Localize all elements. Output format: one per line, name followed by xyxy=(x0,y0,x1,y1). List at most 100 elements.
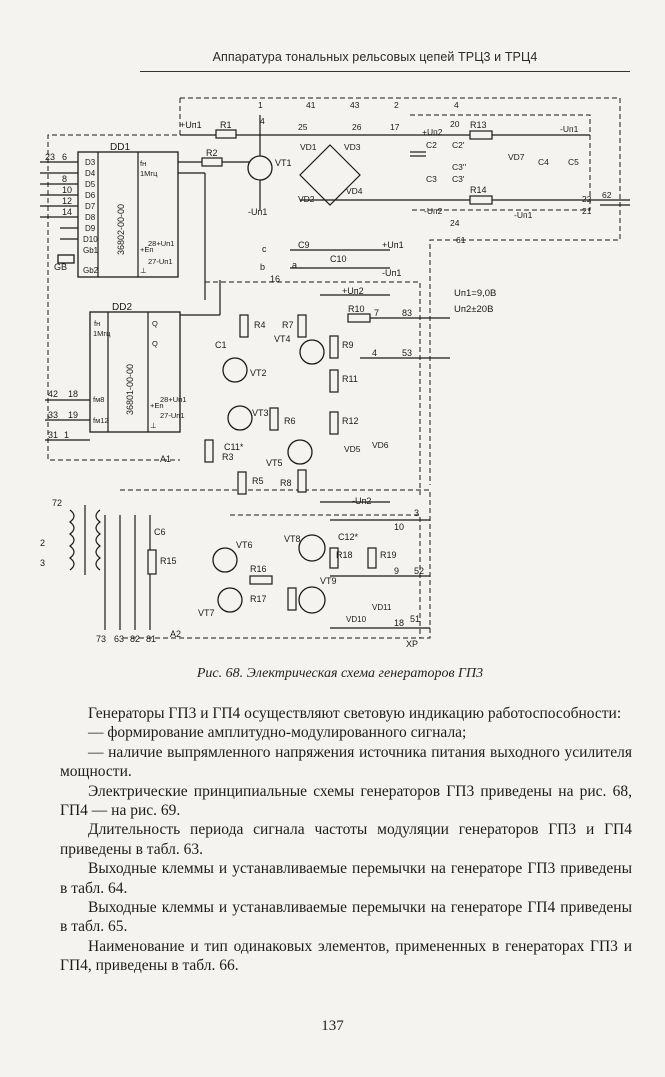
frame-a2 xyxy=(230,514,421,638)
resistor-label: R19 xyxy=(380,550,397,560)
page-number: 137 xyxy=(321,1018,344,1034)
terminal-label: 9 xyxy=(394,566,399,576)
capacitor-label: C1 xyxy=(215,340,227,350)
transistor-label: VT9 xyxy=(320,576,337,586)
dd1-pin: Gb1 xyxy=(83,246,99,255)
transistor-label: VT5 xyxy=(266,458,283,468)
transformer-coil-right xyxy=(95,509,101,571)
terminal-label: 82 xyxy=(130,634,140,644)
dd1-pin: 27-Uп1 xyxy=(148,257,173,266)
dd2-left-pins: fн 1Мгц fм8 fм12 xyxy=(93,319,111,425)
terminal-label: 2 xyxy=(394,100,399,110)
supply-label: -Uп1 xyxy=(382,268,401,278)
un1-value: Uп1=9,0В xyxy=(454,288,496,299)
paragraph: Электрические принципиальные схемы генер… xyxy=(60,782,632,820)
diode-bridge xyxy=(299,144,361,206)
resistor-r13 xyxy=(469,130,493,140)
resistor-label: R17 xyxy=(250,594,267,604)
diode-label: VD7 xyxy=(508,152,525,162)
supply-label: +Uп1 xyxy=(180,120,202,130)
diode-label: VD4 xyxy=(346,186,363,196)
transistor-label: VT2 xyxy=(250,368,267,378)
diode-label: VD10 xyxy=(346,615,367,624)
dd1-pin: D7 xyxy=(85,202,96,211)
resistor-r4 xyxy=(239,314,249,338)
diode-label: VD2 xyxy=(298,194,315,204)
resistor-label: R16 xyxy=(250,564,267,574)
capacitor-label: C3'' xyxy=(452,162,466,172)
supply-label: -Uп1 xyxy=(560,124,579,134)
paragraph: Выходные клеммы и устанавливаемые перемы… xyxy=(60,899,632,936)
dd1-left-pins: D3 D4 D5 D6 D7 D8 D9 D10 Gb1 Gb2 xyxy=(83,158,99,275)
dd2-pin: Q xyxy=(152,319,158,328)
diode-label: VD3 xyxy=(344,142,361,152)
transistor-vt4 xyxy=(299,339,325,365)
dd1-pin: ⊥ xyxy=(140,266,147,275)
resistor-label: R12 xyxy=(342,416,359,426)
block-label: A2 xyxy=(170,629,181,639)
dd2-pin: fн xyxy=(94,319,100,328)
dd1-pin: 28+Uп1 xyxy=(148,239,174,248)
resistor-label: R4 xyxy=(254,320,266,330)
terminal-label: 25 xyxy=(298,122,308,132)
right-terminals-bottom: 3 10 9 52 51 18 xyxy=(394,508,424,628)
transistor-label: VT7 xyxy=(198,608,215,618)
terminal-label: 4 xyxy=(372,348,377,358)
diode-label: VD11 xyxy=(372,603,392,612)
terminal-label: 4 xyxy=(454,100,459,110)
frame-a1 xyxy=(205,281,421,495)
terminal-label: 41 xyxy=(306,100,316,110)
terminal-label: 10 xyxy=(394,522,404,532)
resistor-r2 xyxy=(201,157,223,167)
dd1-chip xyxy=(77,151,179,278)
dd2-pin: +En xyxy=(150,401,164,410)
running-header: Аппаратура тональных рельсовых цепей ТРЦ… xyxy=(212,50,538,64)
resistor-r19 xyxy=(367,547,377,569)
terminal-label: 3 xyxy=(40,558,45,568)
supply-label: +Uп2 xyxy=(342,286,364,296)
resistor-label: R6 xyxy=(284,416,296,426)
transistor-vt7 xyxy=(217,587,243,613)
supply-label: -Uп2 xyxy=(424,206,443,216)
supply-label: +Uп2 xyxy=(422,127,443,137)
resistor-label: R11 xyxy=(342,374,358,384)
transistor-vt6 xyxy=(212,547,238,573)
transistor-label: VT8 xyxy=(284,534,301,544)
diode-label: VD5 xyxy=(344,444,361,454)
block-label: A1 xyxy=(160,454,171,464)
transistor-vt9 xyxy=(298,586,326,614)
resistor-label: R3 xyxy=(222,452,234,462)
dd2-terminals: 42 18 33 19 31 1 xyxy=(45,389,90,441)
gb-label: GB xyxy=(54,262,67,272)
dd2-pin: ⊥ xyxy=(150,421,157,430)
terminal-label: 12 xyxy=(62,196,72,206)
terminal-label: 1 xyxy=(64,430,69,440)
power-capacitors: C2 C2' C3 C3' C3'' C4 C5 VD7 +Uп2 -Uп2 -… xyxy=(410,124,579,220)
switch-area: c b a 16 C9 C10 +Uп1 -Uп1 xyxy=(260,240,404,284)
paragraph: Генераторы ГП3 и ГП4 осуществляют светов… xyxy=(88,705,622,722)
bottom-terminals: 73 63 82 81 xyxy=(96,634,156,644)
transformer-terminals: 72 2 3 xyxy=(40,498,62,568)
bridge-labels: VD1 VD2 VD3 VD4 xyxy=(298,142,363,204)
dd2-pin: 27-Uп1 xyxy=(160,411,185,420)
resistor-r14 xyxy=(469,195,493,205)
transistor-vt2 xyxy=(222,357,248,383)
dd2-pin: 28+Uп1 xyxy=(160,395,186,404)
transistor-vt1 xyxy=(247,155,273,181)
resistor-r18 xyxy=(329,547,339,569)
terminal-label: 18 xyxy=(68,389,78,399)
terminal-label: 23 xyxy=(45,152,55,162)
switch-label: c xyxy=(262,244,267,254)
dd1-pin: D8 xyxy=(85,213,96,222)
resistor-r10 xyxy=(347,313,371,323)
terminal-label: 53 xyxy=(402,348,412,358)
dd1-pin: D5 xyxy=(85,180,96,189)
transistor-vt3 xyxy=(227,405,253,431)
un2-value: Uп2±20В xyxy=(454,304,493,315)
resistor-r15 xyxy=(147,549,157,575)
block-label: XP xyxy=(406,639,418,649)
dd1-pin: D4 xyxy=(85,169,96,178)
terminal-label: 63 xyxy=(114,634,124,644)
diode-label: VD1 xyxy=(300,142,317,152)
terminal-label: 7 xyxy=(374,308,379,318)
